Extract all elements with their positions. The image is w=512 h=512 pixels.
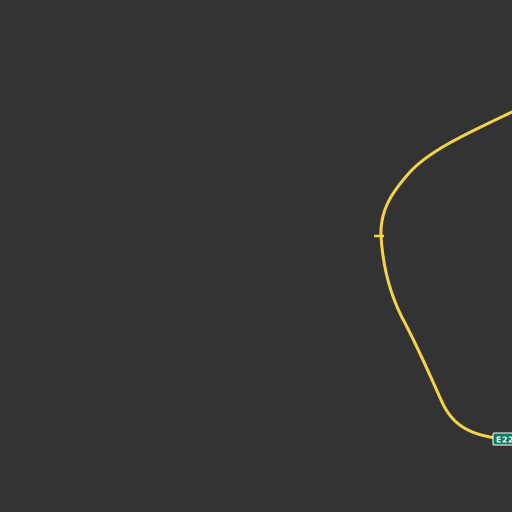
route-shield[interactable]: E22 <box>492 432 512 446</box>
route-shield-background <box>492 432 512 446</box>
route-shield-label: E22 <box>496 436 512 445</box>
road-main[interactable] <box>379 110 512 440</box>
